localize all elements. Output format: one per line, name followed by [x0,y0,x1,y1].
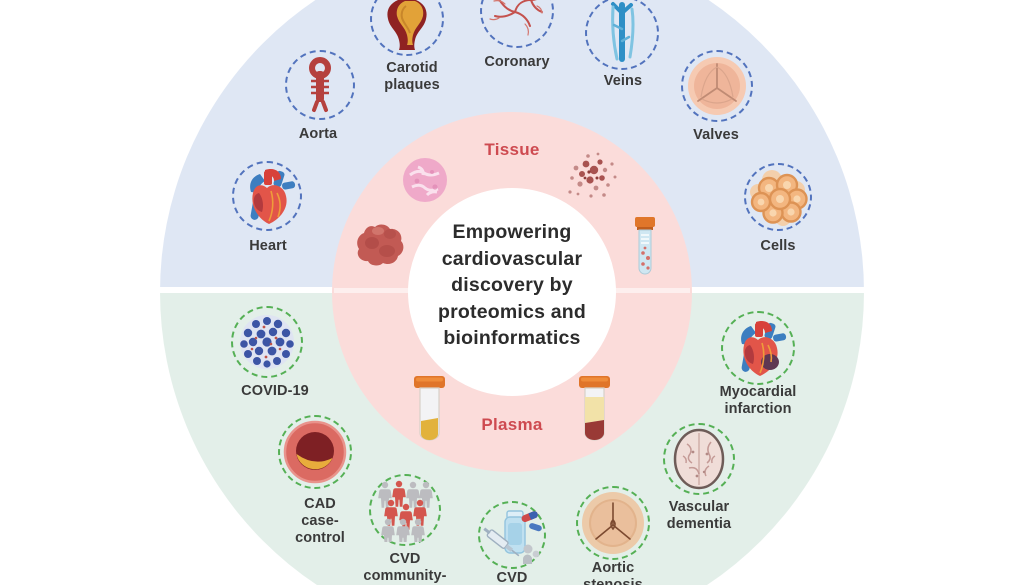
center-circle [408,188,616,396]
title-line: bioinformatics [443,327,581,349]
coronary-arteries-icon [489,0,543,36]
carotid-plaques-node [370,0,444,56]
aortic-stenosis-label: Aortic stenosis [583,560,643,585]
infarcted-heart-icon [741,321,787,376]
covid-19-node [231,306,303,378]
histology-sample-icon [402,157,448,203]
vascular-dementia-label: Vascular dementia [666,499,732,532]
cryovial-icon [633,217,657,277]
veins-icon [611,2,635,62]
tissue-fragments-icon [560,150,622,204]
carotid-plaques-label: Carotid plaques [384,60,440,93]
myocardial-infarction-node [721,311,795,385]
heart-label: Heart [249,238,287,254]
valves-node [681,50,753,122]
title-line: Empowering [452,221,572,243]
coronary-node [480,0,554,48]
veins-label: Veins [603,73,643,89]
title-line: proteomics and [438,300,586,323]
coronary-label: Coronary [484,54,550,70]
aortic-stenosis-node [576,486,650,560]
artery-plaque-cross-section-icon [283,420,347,484]
heart-valve-icon [688,57,746,115]
cvd-community-based-node [369,474,441,546]
cells-label: Cells [760,238,796,254]
tissue-clump-icon [352,213,410,267]
center-title: Empowering cardiovascular discovery by p… [394,219,630,352]
cad-case-control-node [278,415,352,489]
heart-icon [250,169,296,224]
aorta-node [285,50,355,120]
aorta-label: Aorta [298,126,338,142]
plasma-tube-icon [413,376,446,443]
tissue-section-label: Tissue [484,140,540,159]
cvd-community-based-label: CVD community- based [363,551,447,584]
blood-separation-tube-icon [578,376,611,443]
aorta-icon [309,57,331,112]
cvd-label: CVD [496,570,528,585]
cad-case-control-label: CAD case- control [295,496,345,546]
myocardial-infarction-label: Myocardial infarction [719,384,797,417]
title-line: discovery by [451,274,573,296]
virus-icon [240,315,294,369]
title-line: cardiovascular [441,247,583,270]
cvd-node [478,501,546,569]
carotid-plaque-icon [387,0,427,50]
plasma-section-label: Plasma [481,415,543,434]
covid-19-label: COVID-19 [241,383,309,399]
cells-cluster-icon [750,170,808,226]
brain-scan-icon [673,428,725,490]
cells-node [744,163,812,231]
veins-node [585,0,659,70]
heart-node [232,161,302,231]
vascular-dementia-node [663,423,735,495]
syringe-vial-pills-icon [483,510,542,564]
stenotic-valve-icon [582,492,644,554]
valves-label: Valves [693,127,739,143]
population-cohort-icon [378,480,433,542]
